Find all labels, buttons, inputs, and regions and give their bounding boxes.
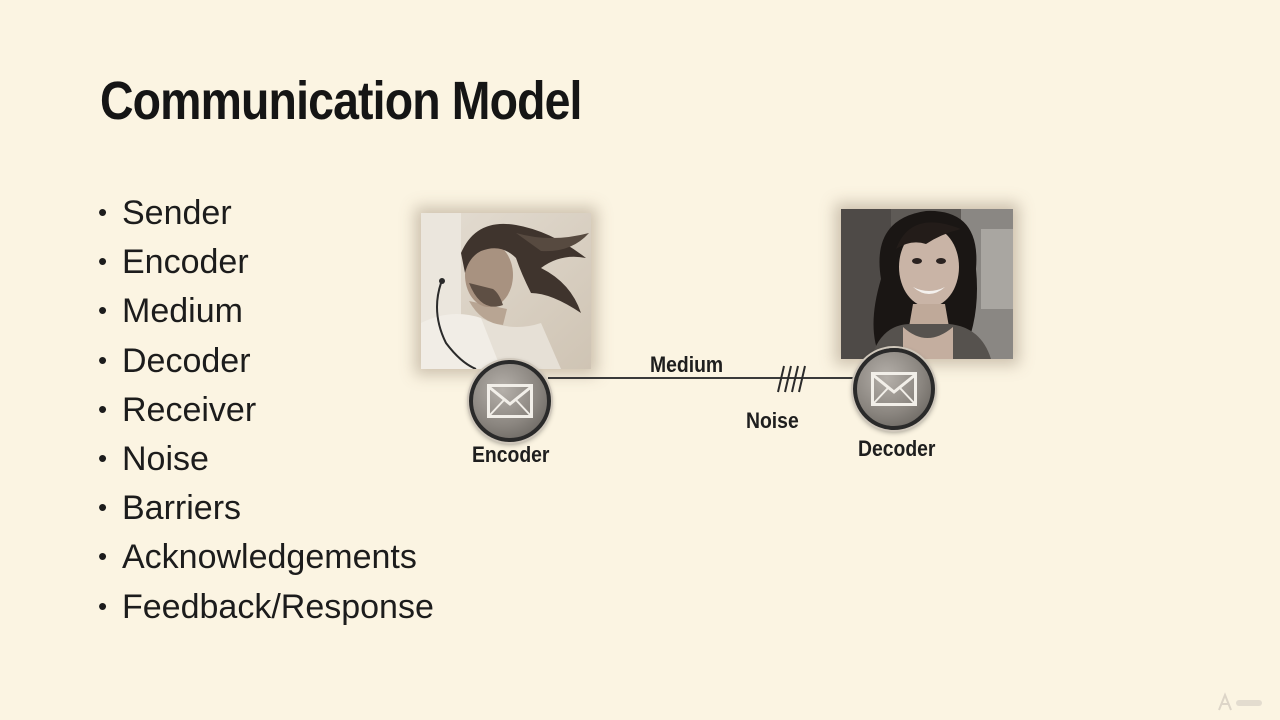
bullet-item: •Decoder bbox=[98, 341, 251, 380]
noise-label: Noise bbox=[746, 408, 799, 433]
bullet-item: •Feedback/Response bbox=[98, 587, 434, 626]
bullet-text: Sender bbox=[122, 194, 232, 232]
encoder-label: Encoder bbox=[472, 442, 550, 467]
bullet-text: Decoder bbox=[122, 341, 251, 380]
bullet-item: •Receiver bbox=[98, 390, 257, 429]
sender-photo bbox=[421, 213, 591, 369]
envelope-icon bbox=[487, 384, 533, 418]
noise-marks-icon bbox=[777, 365, 806, 393]
medium-label: Medium bbox=[650, 352, 724, 377]
bullet-list: •Sender •Encoder •Medium •Decoder •Recei… bbox=[98, 188, 434, 631]
encoder-envelope-button bbox=[469, 360, 551, 442]
bullet-item: •Barriers bbox=[98, 489, 242, 528]
bullet-item: •Encoder bbox=[98, 243, 249, 282]
bullet-text: Barriers bbox=[122, 489, 242, 528]
bullet-text: Feedback/Response bbox=[122, 587, 434, 626]
bullet-text: Encoder bbox=[122, 243, 249, 282]
slide-title: Communication Model bbox=[100, 71, 582, 131]
bullet-item: •Medium bbox=[98, 292, 243, 331]
medium-line bbox=[548, 377, 860, 379]
bullet-text: Noise bbox=[122, 439, 209, 478]
bullet-item: •Noise bbox=[98, 439, 209, 478]
watermark-logo-icon bbox=[1218, 692, 1262, 711]
bullet-text: Acknowledgements bbox=[122, 538, 417, 577]
bullet-item: •Acknowledgements bbox=[98, 538, 417, 577]
receiver-photo bbox=[841, 209, 1013, 359]
decoder-envelope-button bbox=[853, 348, 935, 430]
bullet-item: •Sender bbox=[98, 194, 232, 232]
decoder-label: Decoder bbox=[858, 436, 936, 461]
envelope-icon bbox=[871, 372, 917, 406]
bullet-text: Receiver bbox=[122, 390, 257, 429]
bullet-text: Medium bbox=[122, 292, 243, 331]
